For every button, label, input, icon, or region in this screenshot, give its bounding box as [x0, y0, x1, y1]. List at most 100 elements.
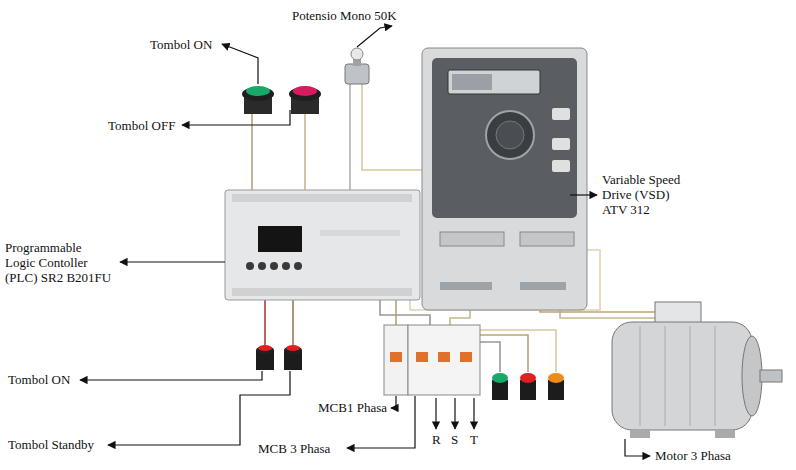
vsd-drive	[422, 48, 587, 310]
phase-label: R	[432, 432, 441, 447]
mcb-3-phase-part	[460, 352, 472, 362]
callout-label: Motor 3 Phasa	[655, 448, 731, 463]
plc-unit-part	[270, 262, 278, 270]
push-button-off-part	[289, 87, 321, 101]
leader-lines-part	[120, 261, 225, 262]
vsd-drive-part	[422, 48, 587, 310]
leader-lines-part	[80, 371, 262, 380]
phase-label: T	[470, 432, 478, 447]
motor-3-phase	[612, 302, 782, 438]
leader-lines	[80, 26, 650, 456]
leader-lines-part	[222, 44, 258, 84]
wires-part	[304, 114, 306, 190]
vsd-drive-part	[552, 108, 570, 120]
potentiometer	[345, 48, 369, 84]
vsd-drive-part	[448, 70, 540, 94]
push-button-off	[289, 86, 321, 114]
potentiometer-part	[351, 48, 363, 60]
wires-part	[349, 84, 351, 190]
push-button-off-part	[293, 86, 317, 96]
plc-unit-part	[282, 262, 290, 270]
leader-lines-part	[391, 396, 396, 408]
wires-part	[480, 330, 556, 372]
leader-lines-part	[473, 398, 474, 429]
mcb-1-phase-part	[384, 325, 408, 395]
mcb-1-phase	[384, 325, 408, 395]
wires-part	[480, 335, 528, 372]
callout-label: Tombol Standby	[8, 437, 94, 452]
plc-unit-part	[294, 262, 302, 270]
leader-lines-part	[625, 439, 650, 456]
vsd-drive-part	[496, 121, 524, 149]
plc-unit-part	[225, 190, 420, 300]
vsd-drive-part	[552, 138, 570, 150]
wires-part	[292, 300, 294, 345]
plc-unit-part	[232, 194, 412, 202]
leader-lines-part	[357, 26, 392, 47]
potentiometer-part	[345, 64, 369, 84]
plc-unit-part	[258, 226, 302, 252]
indicator-lamps	[492, 373, 564, 400]
motor-3-phase-part	[655, 302, 701, 324]
motor-3-phase-part	[760, 370, 782, 382]
motor-3-phase-part	[715, 430, 735, 438]
vsd-drive-part	[520, 232, 574, 246]
leader-lines-part	[182, 110, 290, 125]
plc-unit	[225, 190, 420, 300]
vsd-drive-part	[452, 74, 492, 90]
leader-lines-part	[108, 371, 290, 445]
phase-label: S	[451, 432, 458, 447]
callout-label: Programmable Logic Contoller (PLC) SR2 B…	[5, 240, 113, 285]
mcb-3-phase-part	[408, 325, 480, 395]
motor-3-phase-part	[690, 326, 691, 426]
mcb-3-phase-part	[438, 352, 450, 362]
callout-label: Tombol OFF	[108, 118, 175, 133]
callout-label: Potensio Mono 50K	[292, 8, 397, 23]
push-button-on-part	[258, 345, 272, 351]
leader-lines-part	[435, 398, 436, 429]
vsd-drive-part	[552, 160, 570, 172]
callout-label: Variable Speed Drive (VSD) ATV 312	[602, 172, 692, 217]
wires-part	[264, 300, 266, 345]
motor-3-phase-part	[715, 326, 716, 426]
mcb-3-phase-part	[416, 352, 428, 362]
leader-lines-part	[454, 398, 455, 429]
indicator-lamps-part	[548, 373, 564, 383]
motor-3-phase-part	[612, 322, 752, 430]
push-button-standby-part	[284, 346, 302, 354]
wires-part	[450, 310, 470, 325]
push-button-on-part	[242, 87, 274, 101]
vsd-drive-part	[486, 111, 534, 159]
push-button-on-part	[256, 346, 274, 354]
mcb-3-phase	[408, 325, 480, 395]
callout-label: MCB 3 Phasa	[258, 441, 330, 456]
plc-unit-part	[320, 230, 400, 236]
push-button-on	[256, 345, 274, 370]
push-button-on	[242, 86, 274, 114]
motor-3-phase-part	[640, 326, 641, 426]
callout-label: Tombol ON	[8, 372, 70, 387]
indicator-lamps-part	[492, 373, 508, 383]
vsd-drive-part	[432, 58, 577, 218]
callout-label: Tombol ON	[150, 37, 212, 52]
push-button-standby-part	[286, 345, 300, 351]
push-button-standby	[284, 345, 302, 370]
plc-unit-part	[246, 262, 254, 270]
vsd-drive-part	[520, 282, 566, 290]
plc-unit-part	[258, 262, 266, 270]
callout-label: MCB1 Phasa	[318, 400, 387, 415]
push-button-on-part	[246, 86, 270, 96]
motor-3-phase-part	[665, 326, 666, 426]
mcb-1-phase-part	[390, 352, 402, 362]
vsd-drive-part	[440, 232, 504, 246]
motor-3-phase-part	[630, 430, 650, 438]
indicator-lamps-part	[520, 373, 536, 383]
wires-part	[395, 300, 397, 325]
plc-unit-part	[232, 288, 412, 296]
vsd-drive-part	[440, 282, 492, 290]
leader-lines-part	[570, 194, 597, 195]
wires-part	[480, 342, 500, 372]
